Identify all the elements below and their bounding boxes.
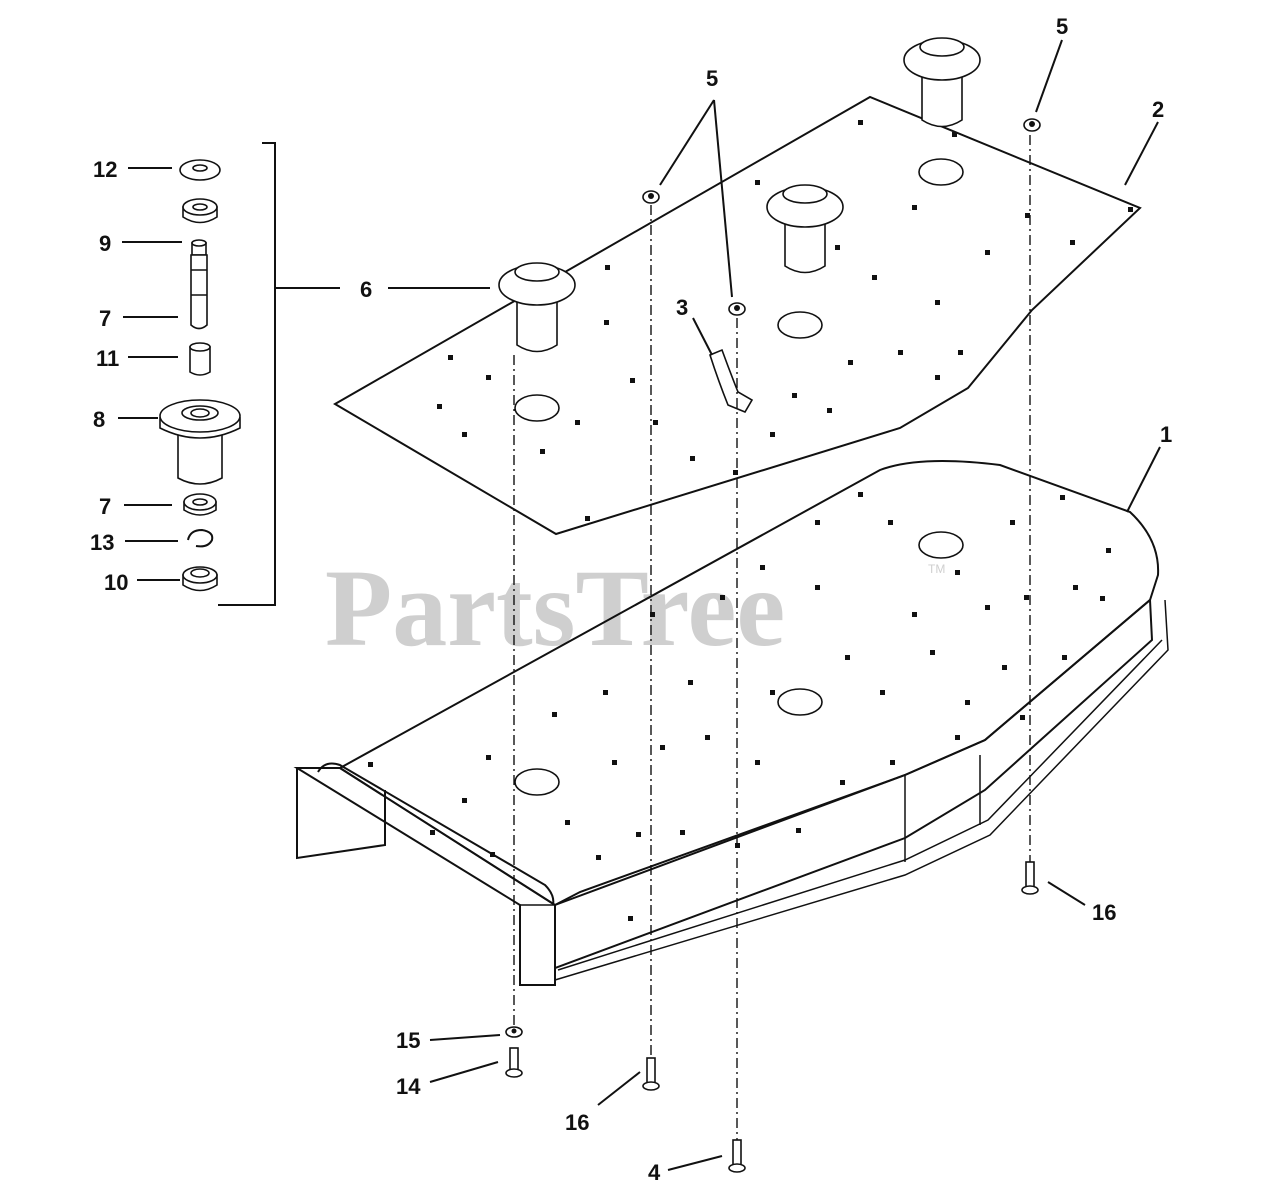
watermark-text: PartsTree <box>325 547 785 669</box>
bolt-14 <box>505 1047 523 1078</box>
callout-2: 2 <box>1152 97 1164 122</box>
callout-13: 13 <box>90 530 114 555</box>
callout-11: 11 <box>96 346 119 371</box>
callout-6: 6 <box>360 277 372 302</box>
watermark-tm: TM <box>928 562 945 576</box>
callout-5-left: 5 <box>706 66 718 91</box>
callout-1: 1 <box>1160 422 1172 447</box>
bracket <box>709 348 754 414</box>
shaft-9 <box>190 239 208 330</box>
callout-8: 8 <box>93 407 105 432</box>
callout-4: 4 <box>648 1160 661 1185</box>
alignment-lines <box>513 135 1031 1140</box>
callout-14: 14 <box>396 1074 421 1099</box>
callout-10: 10 <box>104 570 128 595</box>
seal-10 <box>182 566 218 592</box>
nut-left <box>642 190 660 204</box>
bolt-16-center <box>642 1057 660 1091</box>
callout-7-shaft: 7 <box>99 306 111 331</box>
callout-9: 9 <box>99 231 111 256</box>
spindle-assembly-left <box>498 262 576 353</box>
callout-7-bearing: 7 <box>99 494 111 519</box>
spindle-assembly-center <box>766 184 844 274</box>
callout-15: 15 <box>396 1028 420 1053</box>
washer-12 <box>179 159 221 181</box>
sleeve-11 <box>189 342 211 376</box>
spindle-parts-column <box>159 159 241 592</box>
callout-12: 12 <box>93 157 117 182</box>
washer-15 <box>505 1026 523 1038</box>
callout-16-center: 16 <box>565 1110 589 1135</box>
bolt-16-right <box>1021 861 1039 895</box>
snap-ring-13 <box>187 528 214 548</box>
group-bracket <box>218 142 276 606</box>
spindle-housing-8 <box>159 399 241 485</box>
nut-right <box>1023 118 1041 132</box>
leader-lines <box>118 39 1161 1171</box>
callout-3: 3 <box>676 295 688 320</box>
spacer-12b <box>182 198 218 224</box>
spindle-assembly-right <box>903 37 981 128</box>
callout-5-right: 5 <box>1056 14 1068 39</box>
callout-16-right: 16 <box>1092 900 1116 925</box>
bolt-4 <box>728 1139 746 1173</box>
bearing-7 <box>183 493 217 516</box>
deck-housing <box>293 460 1169 986</box>
nut-middle <box>728 302 746 316</box>
